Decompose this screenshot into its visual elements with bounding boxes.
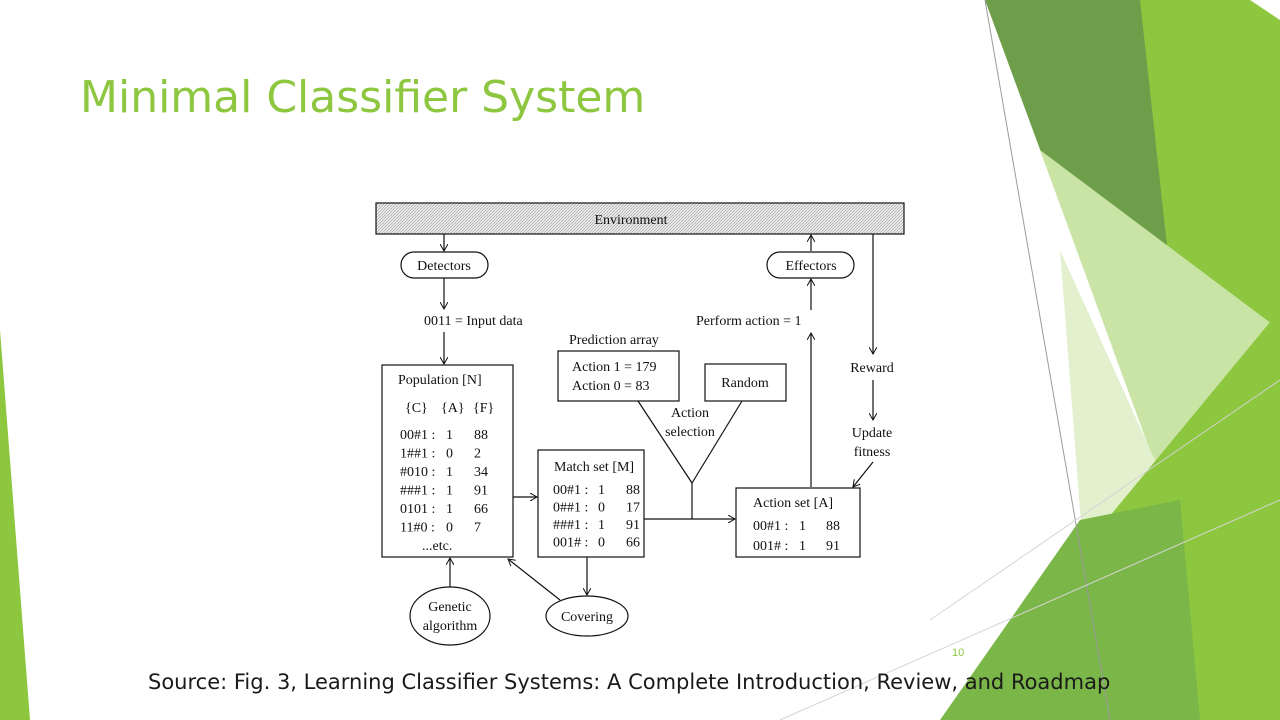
environment-box (375, 202, 905, 235)
population-row-1-col-1: 0 (446, 447, 453, 462)
match-set-row-0-col-0: 00#1 : (553, 483, 588, 498)
prediction-line-2: Action 0 = 83 (572, 379, 650, 394)
random-label: Random (721, 376, 769, 391)
population-row-0-col-1: 1 (446, 428, 453, 443)
match-set-row-2-col-0: ###1 : (553, 518, 588, 533)
population-row-2-col-0: #010 : (400, 465, 435, 480)
action-set-row-0-col-2: 88 (826, 519, 840, 534)
population-row-1-col-0: 1##1 : (400, 447, 435, 462)
lcs-diagram: Environment Detectors Effectors 0011 = I… (375, 202, 905, 646)
population-row-3-col-2: 91 (474, 484, 488, 499)
genetic-algorithm-node (409, 586, 491, 646)
slide-number: 10 (952, 647, 965, 659)
population-row-4-col-2: 66 (474, 502, 488, 517)
reward-label: Reward (850, 361, 894, 376)
genetic-algorithm-line-2: algorithm (423, 619, 478, 634)
match-set-row-0-col-1: 1 (598, 483, 605, 498)
match-set-title: Match set [M] (554, 460, 634, 475)
genetic-algorithm-line-1: Genetic (428, 600, 472, 615)
population-row-0-col-2: 88 (474, 428, 488, 443)
population-row-2-col-2: 34 (474, 465, 488, 480)
action-set-title: Action set [A] (753, 496, 833, 511)
perform-action-label: Perform action = 1 (696, 314, 801, 329)
population-header-f: {F} (473, 401, 494, 416)
match-set-row-2-col-2: 91 (626, 518, 640, 533)
update-fitness-line-1: Update (852, 426, 892, 441)
match-set-row-1-col-0: 0##1 : (553, 501, 588, 516)
population-footer: ...etc. (422, 539, 452, 554)
prediction-line-1: Action 1 = 179 (572, 360, 657, 375)
population-row-5-col-1: 0 (446, 521, 453, 536)
population-row-2-col-1: 1 (446, 465, 453, 480)
action-selection-line-2: selection (665, 425, 715, 440)
match-set-row-1-col-2: 17 (626, 501, 640, 516)
population-title: Population [N] (398, 373, 482, 388)
update-fitness-line-2: fitness (854, 445, 891, 460)
detectors-label: Detectors (417, 259, 471, 274)
action-selection-line-1: Action (671, 406, 709, 421)
population-row-5-col-0: 11#0 : (400, 521, 435, 536)
random-box (704, 363, 787, 402)
population-row-0-col-0: 00#1 : (400, 428, 435, 443)
population-header-a: {A} (441, 401, 465, 416)
match-set-row-3-col-2: 66 (626, 536, 640, 551)
match-set-box (537, 449, 645, 558)
population-row-4-col-0: 0101 : (400, 502, 435, 517)
input-data-label: 0011 = Input data (424, 314, 524, 329)
effectors-label: Effectors (785, 259, 836, 274)
covering-node (545, 595, 629, 637)
prediction-array-label: Prediction array (569, 333, 659, 348)
environment-label: Environment (594, 213, 667, 228)
prediction-array-box (557, 350, 680, 402)
action-set-row-1-col-0: 001# : (753, 539, 788, 554)
population-header-c: {C} (405, 401, 428, 416)
population-row-3-col-0: ###1 : (400, 484, 435, 499)
population-row-1-col-2: 2 (474, 447, 481, 462)
match-set-row-1-col-1: 0 (598, 501, 605, 516)
match-set-row-3-col-0: 001# : (553, 536, 588, 551)
action-set-row-0-col-0: 00#1 : (753, 519, 788, 534)
match-set-row-0-col-2: 88 (626, 483, 640, 498)
population-row-5-col-2: 7 (474, 521, 481, 536)
action-set-row-1-col-2: 91 (826, 539, 840, 554)
action-set-row-0-col-1: 1 (799, 519, 806, 534)
source-caption: Source: Fig. 3, Learning Classifier Syst… (148, 670, 1111, 694)
match-set-row-3-col-1: 0 (598, 536, 605, 551)
population-row-3-col-1: 1 (446, 484, 453, 499)
action-set-row-1-col-1: 1 (799, 539, 806, 554)
slide-title: Minimal Classifier System (80, 72, 646, 123)
covering-label: Covering (561, 610, 613, 625)
match-set-row-2-col-1: 1 (598, 518, 605, 533)
action-set-box (735, 487, 861, 558)
population-row-4-col-1: 1 (446, 502, 453, 517)
